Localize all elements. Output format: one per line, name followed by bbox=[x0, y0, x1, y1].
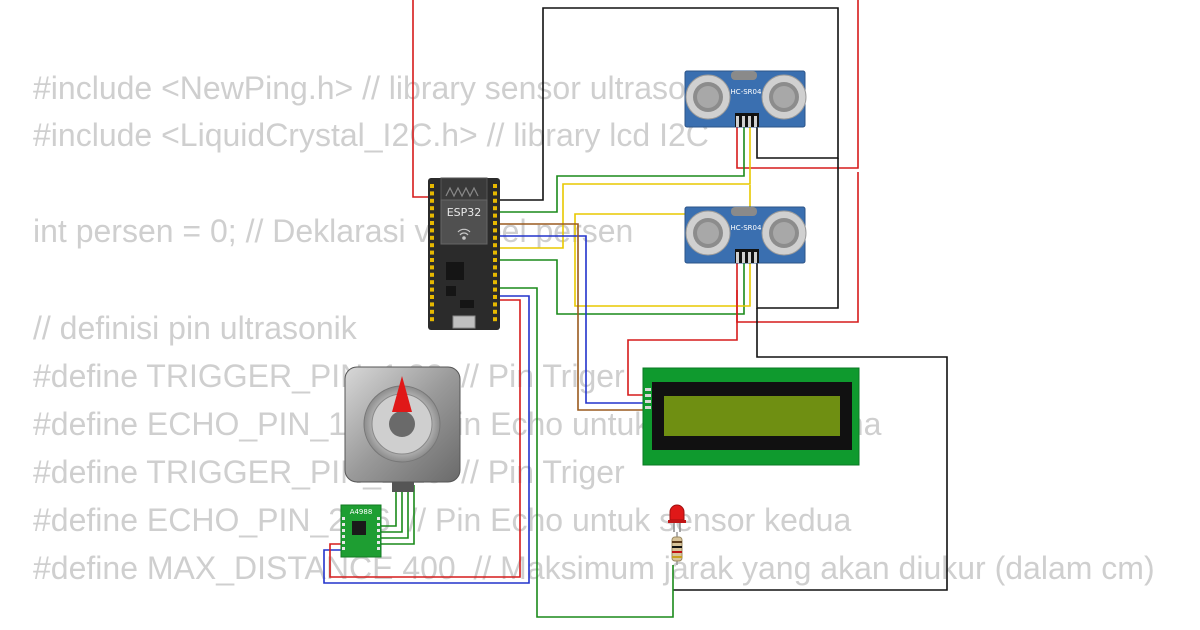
wire-green-stepper-b2[interactable] bbox=[381, 485, 415, 545]
esp32-pin[interactable] bbox=[493, 184, 497, 188]
esp32-pins-right bbox=[493, 184, 497, 322]
wire-green-stepper-a2[interactable] bbox=[381, 485, 403, 533]
wire-green-stepper-a1[interactable] bbox=[381, 485, 397, 527]
driver-label: A4988 bbox=[350, 508, 373, 516]
esp32-pin[interactable] bbox=[430, 198, 434, 203]
esp32-pin[interactable] bbox=[430, 184, 434, 188]
esp32-pin[interactable] bbox=[430, 228, 434, 233]
esp32-pin[interactable] bbox=[430, 250, 434, 255]
code-line-trigger-2: #define TRIGGER_PIN_2 25 // Pin Triger bbox=[33, 454, 625, 490]
stepper-pointer-icon bbox=[392, 376, 412, 412]
esp32-label: ESP32 bbox=[447, 206, 482, 219]
esp32-pin[interactable] bbox=[430, 309, 434, 314]
wire-red-lcd-vcc[interactable] bbox=[627, 290, 738, 396]
code-line-max-distance: #define MAX_DISTANCE 400 // Maksimum jar… bbox=[33, 550, 1155, 586]
esp32-pin[interactable] bbox=[493, 235, 497, 240]
sensor1-label: HC-SR04 bbox=[731, 88, 762, 96]
esp32-pin[interactable] bbox=[430, 258, 434, 262]
wire-red-driver-dir[interactable] bbox=[329, 299, 521, 578]
esp32-pin[interactable] bbox=[493, 302, 497, 307]
wire-green-sensor2-trig[interactable] bbox=[492, 259, 745, 315]
esp32-pin[interactable] bbox=[430, 272, 434, 277]
wire-red-sensor1-vcc[interactable] bbox=[736, 0, 859, 169]
esp32-pin[interactable] bbox=[430, 221, 434, 225]
wire-blue-esp-driver[interactable] bbox=[323, 295, 530, 584]
esp32-pin[interactable] bbox=[493, 258, 497, 262]
wire-yellow-sensor1-echo[interactable] bbox=[492, 127, 751, 249]
wire-black-lcd-gnd[interactable] bbox=[673, 308, 948, 591]
ultrasonic-sensor-2[interactable]: HC-SR04 bbox=[684, 206, 807, 264]
esp32-pin[interactable] bbox=[430, 265, 434, 270]
esp32-pin[interactable] bbox=[430, 213, 434, 218]
esp32-pin[interactable] bbox=[430, 235, 434, 240]
esp32-pin[interactable] bbox=[493, 191, 497, 196]
code-line-comment-pins: // definisi pin ultrasonik bbox=[33, 310, 357, 346]
a4988-driver[interactable]: A4988 bbox=[340, 504, 382, 558]
esp32-pin[interactable] bbox=[493, 228, 497, 233]
wire-green-sensor1-trig[interactable] bbox=[492, 127, 745, 213]
wire-brown-lcd-scl[interactable] bbox=[492, 223, 645, 411]
usb-port-icon bbox=[452, 315, 476, 329]
code-line-include-lcd: #include <LiquidCrystal_I2C.h> // librar… bbox=[33, 117, 709, 153]
code-line-echo-2: #define ECHO_PIN_2 26 // Pin Echo untuk … bbox=[33, 502, 852, 538]
sensor2-label: HC-SR04 bbox=[731, 224, 762, 232]
esp32-pin[interactable] bbox=[430, 317, 434, 322]
red-led[interactable] bbox=[668, 504, 686, 532]
wire-red-esp-power[interactable] bbox=[412, 0, 437, 198]
stepper-motor[interactable] bbox=[344, 366, 461, 492]
esp32-pin[interactable] bbox=[493, 213, 497, 218]
wire-green-esp-led[interactable] bbox=[492, 287, 674, 618]
wires bbox=[323, 0, 948, 618]
resistor[interactable] bbox=[671, 532, 683, 565]
esp32-pin[interactable] bbox=[430, 243, 434, 248]
esp32-pin[interactable] bbox=[430, 287, 434, 292]
wire-black-sensor1-gnd[interactable] bbox=[756, 158, 839, 309]
esp32-pin[interactable] bbox=[430, 206, 434, 211]
lcd-display[interactable] bbox=[642, 367, 860, 466]
code-background: #include <NewPing.h> // library sensor u… bbox=[33, 0, 1200, 630]
esp32-pin[interactable] bbox=[493, 287, 497, 292]
wifi-icon bbox=[457, 228, 471, 240]
ultrasonic-sensor-1[interactable]: HC-SR04 bbox=[684, 70, 807, 128]
esp32-pin[interactable] bbox=[493, 317, 497, 322]
wire-blue-lcd-sda[interactable] bbox=[492, 235, 645, 404]
esp32-pins-left bbox=[430, 184, 434, 322]
esp32-pin[interactable] bbox=[493, 295, 497, 299]
esp32-pin[interactable] bbox=[493, 309, 497, 314]
wire-green-stepper-b1[interactable] bbox=[381, 485, 409, 539]
esp32-pin[interactable] bbox=[430, 295, 434, 299]
esp32-pin[interactable] bbox=[493, 265, 497, 270]
esp32-pin[interactable] bbox=[493, 272, 497, 277]
esp32-pin[interactable] bbox=[430, 302, 434, 307]
wire-black-esp-gnd[interactable] bbox=[492, 7, 839, 201]
esp32-pin[interactable] bbox=[493, 243, 497, 248]
esp32-pin[interactable] bbox=[430, 191, 434, 196]
esp32-pin[interactable] bbox=[430, 280, 434, 285]
esp32-pin[interactable] bbox=[493, 206, 497, 211]
esp32-pin[interactable] bbox=[493, 280, 497, 285]
esp32-pin[interactable] bbox=[493, 221, 497, 225]
esp32-pin[interactable] bbox=[493, 198, 497, 203]
esp32-pin[interactable] bbox=[493, 250, 497, 255]
esp32-board[interactable]: ESP32 bbox=[428, 177, 500, 330]
